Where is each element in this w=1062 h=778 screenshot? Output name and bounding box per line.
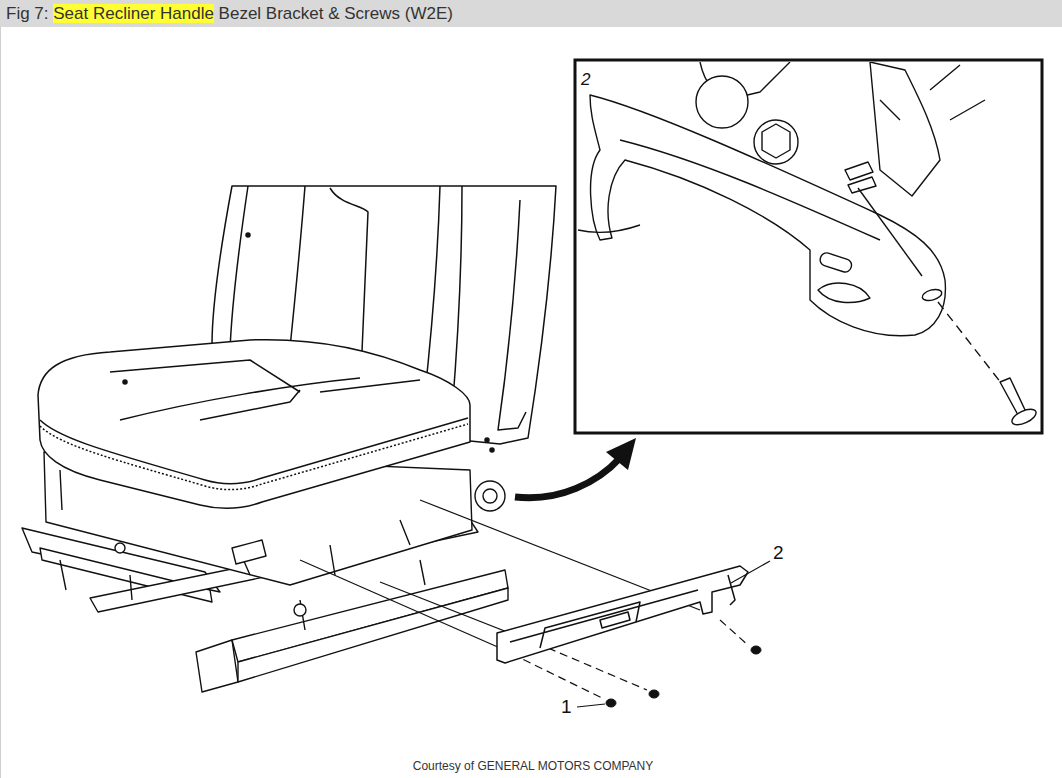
leader-line <box>731 561 770 583</box>
track-bolt <box>115 543 125 553</box>
screw <box>649 690 659 698</box>
screw-path-lines <box>300 500 749 699</box>
callout-number: 2 <box>773 542 784 564</box>
bracket-detail <box>510 590 698 648</box>
frame-tab <box>232 540 266 564</box>
cushion-front-edge <box>40 418 468 484</box>
backrest-dot <box>485 438 489 442</box>
inset-illustration <box>578 62 1038 428</box>
frame-plate <box>870 62 940 196</box>
screw <box>751 646 761 654</box>
leader-line <box>577 704 605 707</box>
screw-head <box>1010 406 1039 428</box>
cushion-panel <box>200 380 420 420</box>
recliner-pivot-center <box>483 489 497 503</box>
cushion-outline <box>38 340 470 509</box>
figure-title: Fig 7: Seat Recliner Handle Bezel Bracke… <box>6 4 453 24</box>
backrest-dot <box>490 448 494 452</box>
bracket-clip <box>728 575 735 605</box>
figure-caption: Courtesy of GENERAL MOTORS COMPANY <box>413 760 654 774</box>
backrest-panel-edge <box>424 186 440 402</box>
track-foot <box>196 640 238 692</box>
backrest-dot <box>246 233 250 237</box>
frame-detail <box>880 65 985 120</box>
seat-cushion <box>38 340 470 509</box>
bracket-teardrop <box>818 283 870 303</box>
screw-shank <box>1000 378 1026 415</box>
bolt-hex <box>762 124 790 158</box>
screw-axis-dashed <box>720 620 749 646</box>
page-border <box>0 27 1 778</box>
bracket-slot <box>819 251 853 273</box>
bezel-bracket <box>497 566 748 663</box>
inset-frame <box>575 60 1042 433</box>
backrest-bolster <box>230 186 248 350</box>
backrest-side <box>498 200 526 430</box>
screws <box>606 646 761 707</box>
pivot-ring <box>696 76 748 128</box>
screw-axis-dashed <box>938 302 1005 388</box>
inset-callout-number: 2 <box>581 70 590 90</box>
bracket-detail-outline <box>590 95 945 336</box>
leader-lines <box>577 561 770 707</box>
screw-axis-dashed <box>548 648 647 690</box>
frame-slot <box>845 162 876 193</box>
bolt-head <box>754 120 798 164</box>
backrest-bolster <box>452 186 462 412</box>
detail-arrow <box>515 458 620 498</box>
seat-edge <box>578 225 640 232</box>
screw-hole <box>921 288 943 303</box>
cushion-panel <box>110 360 360 420</box>
cushion-dot <box>123 380 127 384</box>
bracket-body <box>497 566 748 663</box>
track-bolt <box>294 604 306 616</box>
screw-axis <box>858 188 922 276</box>
screw-axis <box>300 560 500 648</box>
bracket-edge <box>620 140 880 240</box>
bracket-slot <box>600 612 630 628</box>
cushion-stitch <box>40 424 468 490</box>
lower-rail-side <box>238 588 508 682</box>
callout-number: 1 <box>561 696 572 718</box>
title-bar <box>0 0 1062 27</box>
screw <box>606 699 616 707</box>
detail-arrowhead <box>606 438 636 470</box>
recliner-pivot <box>475 481 505 511</box>
